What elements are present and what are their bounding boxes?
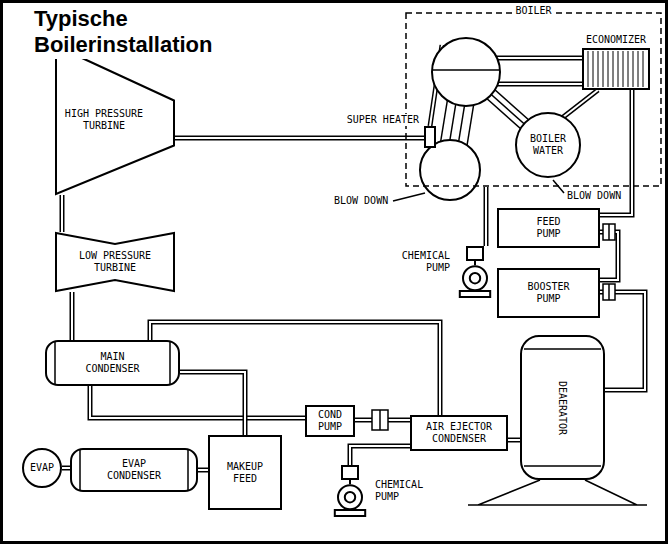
component-label: CHEMICAL PUMP bbox=[400, 250, 450, 274]
component-label: MAKEUP FEED bbox=[226, 461, 264, 485]
component-box: COND PUMP bbox=[305, 405, 355, 437]
component-box: EVAP bbox=[22, 448, 62, 488]
pipe bbox=[150, 322, 440, 415]
component-box: FEED PUMP bbox=[497, 208, 600, 248]
valve bbox=[372, 410, 388, 430]
component-label: EVAP CONDENSER bbox=[106, 458, 162, 482]
pipe bbox=[62, 195, 63, 232]
pipe bbox=[198, 470, 208, 471]
component-label: FEED PUMP bbox=[534, 216, 564, 240]
component-label: AIR EJECTOR CONDENSER bbox=[425, 421, 493, 445]
component-label: BOILER bbox=[512, 5, 554, 17]
leader-line bbox=[393, 193, 425, 201]
component-label: BOILER WATER bbox=[528, 133, 568, 157]
component-outline bbox=[330, 465, 370, 517]
component-box: MAIN CONDENSER bbox=[45, 340, 180, 386]
pipe bbox=[175, 138, 424, 139]
component-label: SUPER HEATER bbox=[347, 114, 419, 126]
component-box: MAKEUP FEED bbox=[208, 435, 282, 510]
component-box: LOW PRESSURE TURBINE bbox=[55, 232, 175, 292]
component-box: BOILERECONOMIZERBOILER WATER bbox=[405, 12, 662, 187]
pipe bbox=[90, 386, 305, 418]
component-box: DEAERATOR bbox=[520, 335, 605, 480]
callout-label: BLOW DOWN bbox=[566, 190, 622, 202]
mud-drum bbox=[420, 140, 480, 200]
pipe bbox=[62, 468, 70, 469]
component-box: BOOSTER PUMP bbox=[497, 268, 600, 318]
component-label: MAIN CONDENSER bbox=[85, 351, 141, 375]
component-box: HIGH PRESSURE TURBINE bbox=[55, 45, 175, 195]
component-label: HIGH PRESSURE TURBINE bbox=[63, 108, 145, 132]
callout-label: BLOW DOWN bbox=[333, 195, 389, 207]
diagram-title: Typische Boilerinstallation bbox=[30, 6, 253, 59]
component-box: AIR EJECTOR CONDENSER bbox=[410, 415, 508, 451]
component-outline bbox=[424, 126, 436, 148]
valve bbox=[603, 284, 615, 300]
pump-symbol: CHEMICAL PUMP bbox=[330, 465, 370, 517]
component-box: BOILER WATER bbox=[515, 112, 581, 178]
valve bbox=[603, 224, 615, 240]
component-label: LOW PRESSURE TURBINE bbox=[75, 250, 155, 274]
component-label: CHEMICAL PUMP bbox=[375, 479, 425, 503]
water-level bbox=[433, 69, 499, 71]
component-label: ECONOMIZER bbox=[582, 34, 650, 46]
component-box: ECONOMIZER bbox=[582, 34, 650, 90]
pipe bbox=[350, 446, 410, 465]
pipe bbox=[180, 372, 245, 435]
pipe bbox=[486, 187, 487, 246]
component-label: BOOSTER PUMP bbox=[527, 281, 571, 305]
component-box: SUPER HEATER bbox=[424, 126, 436, 148]
pump-symbol: CHEMICAL PUMP bbox=[455, 246, 495, 298]
component-box: EVAP CONDENSER bbox=[70, 448, 198, 492]
pipe bbox=[600, 292, 645, 390]
deaerator-stand bbox=[468, 480, 647, 505]
component-outline bbox=[455, 246, 495, 298]
component-label: DEAERATOR bbox=[557, 380, 569, 434]
pipe bbox=[72, 292, 73, 340]
component-label: EVAP bbox=[30, 462, 54, 474]
steam-drum bbox=[432, 38, 500, 106]
pipe bbox=[508, 440, 520, 441]
component-label: COND PUMP bbox=[317, 409, 343, 433]
